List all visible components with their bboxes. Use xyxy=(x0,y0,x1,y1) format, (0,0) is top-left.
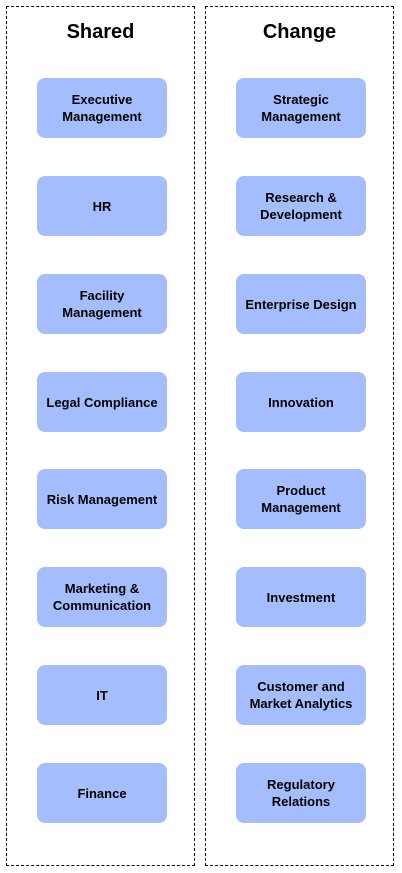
node-label: Finance xyxy=(77,785,127,801)
node-label: Marketing & Communication xyxy=(52,581,152,613)
node-enterprise-design: Enterprise Design xyxy=(236,274,366,334)
node-hr: HR xyxy=(37,176,167,236)
node-label: Innovation xyxy=(268,394,334,410)
node-label: Regulatory Relations xyxy=(267,777,335,809)
node-innovation: Innovation xyxy=(236,372,366,432)
node-it: IT xyxy=(37,665,167,725)
node-label: Risk Management xyxy=(46,491,158,507)
node-label: Executive Management xyxy=(62,92,142,124)
node-label: HR xyxy=(92,198,112,214)
node-label: Facility Management xyxy=(62,288,142,320)
node-customer-market-analytics: Customer and Market Analytics xyxy=(236,665,366,725)
node-label: Legal Compliance xyxy=(46,394,158,410)
node-marketing-communication: Marketing & Communication xyxy=(37,567,167,627)
node-strategic-management: Strategic Management xyxy=(236,78,366,138)
node-legal-compliance: Legal Compliance xyxy=(37,372,167,432)
node-investment: Investment xyxy=(236,567,366,627)
node-executive-management: Executive Management xyxy=(37,78,167,138)
shared-column: Shared Executive Management HR Facility … xyxy=(6,6,195,866)
node-label: Enterprise Design xyxy=(245,296,357,312)
node-facility-management: Facility Management xyxy=(37,274,167,334)
node-label: Research & Development xyxy=(260,190,342,222)
node-research-development: Research & Development xyxy=(236,176,366,236)
node-risk-management: Risk Management xyxy=(37,469,167,529)
change-column-title: Change xyxy=(262,21,337,43)
node-label: Investment xyxy=(266,589,336,605)
shared-column-title: Shared xyxy=(66,21,135,43)
node-label: Strategic Management xyxy=(261,92,341,124)
node-product-management: Product Management xyxy=(236,469,366,529)
node-label: Customer and Market Analytics xyxy=(249,679,353,711)
change-column: Change Strategic Management Research & D… xyxy=(205,6,394,866)
node-label: Product Management xyxy=(261,483,341,515)
node-finance: Finance xyxy=(37,763,167,823)
node-regulatory-relations: Regulatory Relations xyxy=(236,763,366,823)
node-label: IT xyxy=(96,687,108,703)
